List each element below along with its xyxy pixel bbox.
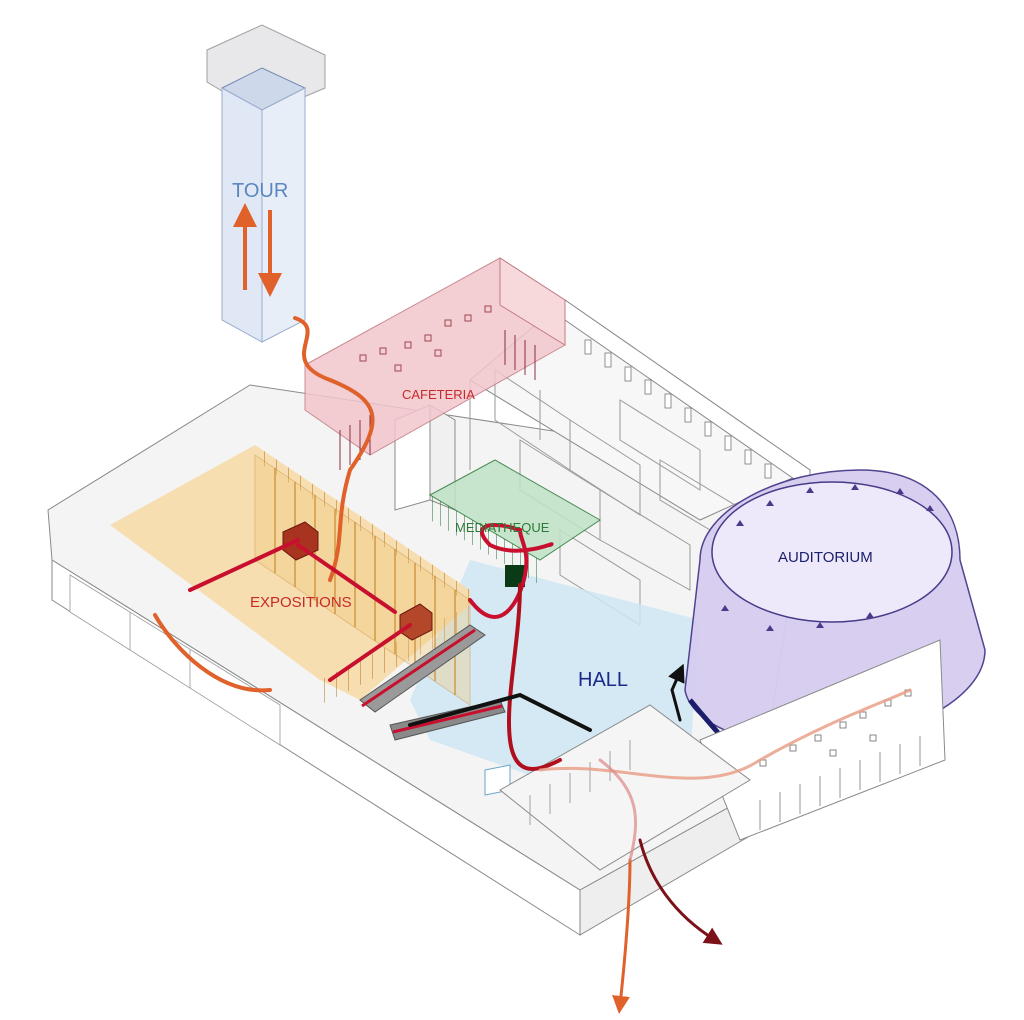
label-mediatheque: MEDIATHEQUE [455, 520, 550, 535]
label-tour: TOUR [232, 180, 288, 202]
label-auditorium: AUDITORIUM [778, 549, 873, 566]
escalators [359, 624, 506, 741]
label-cafeteria: CAFETERIA [402, 387, 475, 402]
tour-zone [206, 24, 326, 343]
label-expositions: EXPOSITIONS [250, 594, 352, 611]
labels: TOUR CAFETERIA MEDIATHEQUE AUDITORIUM EX… [232, 180, 873, 691]
label-hall: HALL [578, 669, 628, 691]
auditorium-zone [684, 469, 986, 841]
circulation-paths [153, 316, 912, 1014]
expositions-zone [110, 445, 471, 706]
